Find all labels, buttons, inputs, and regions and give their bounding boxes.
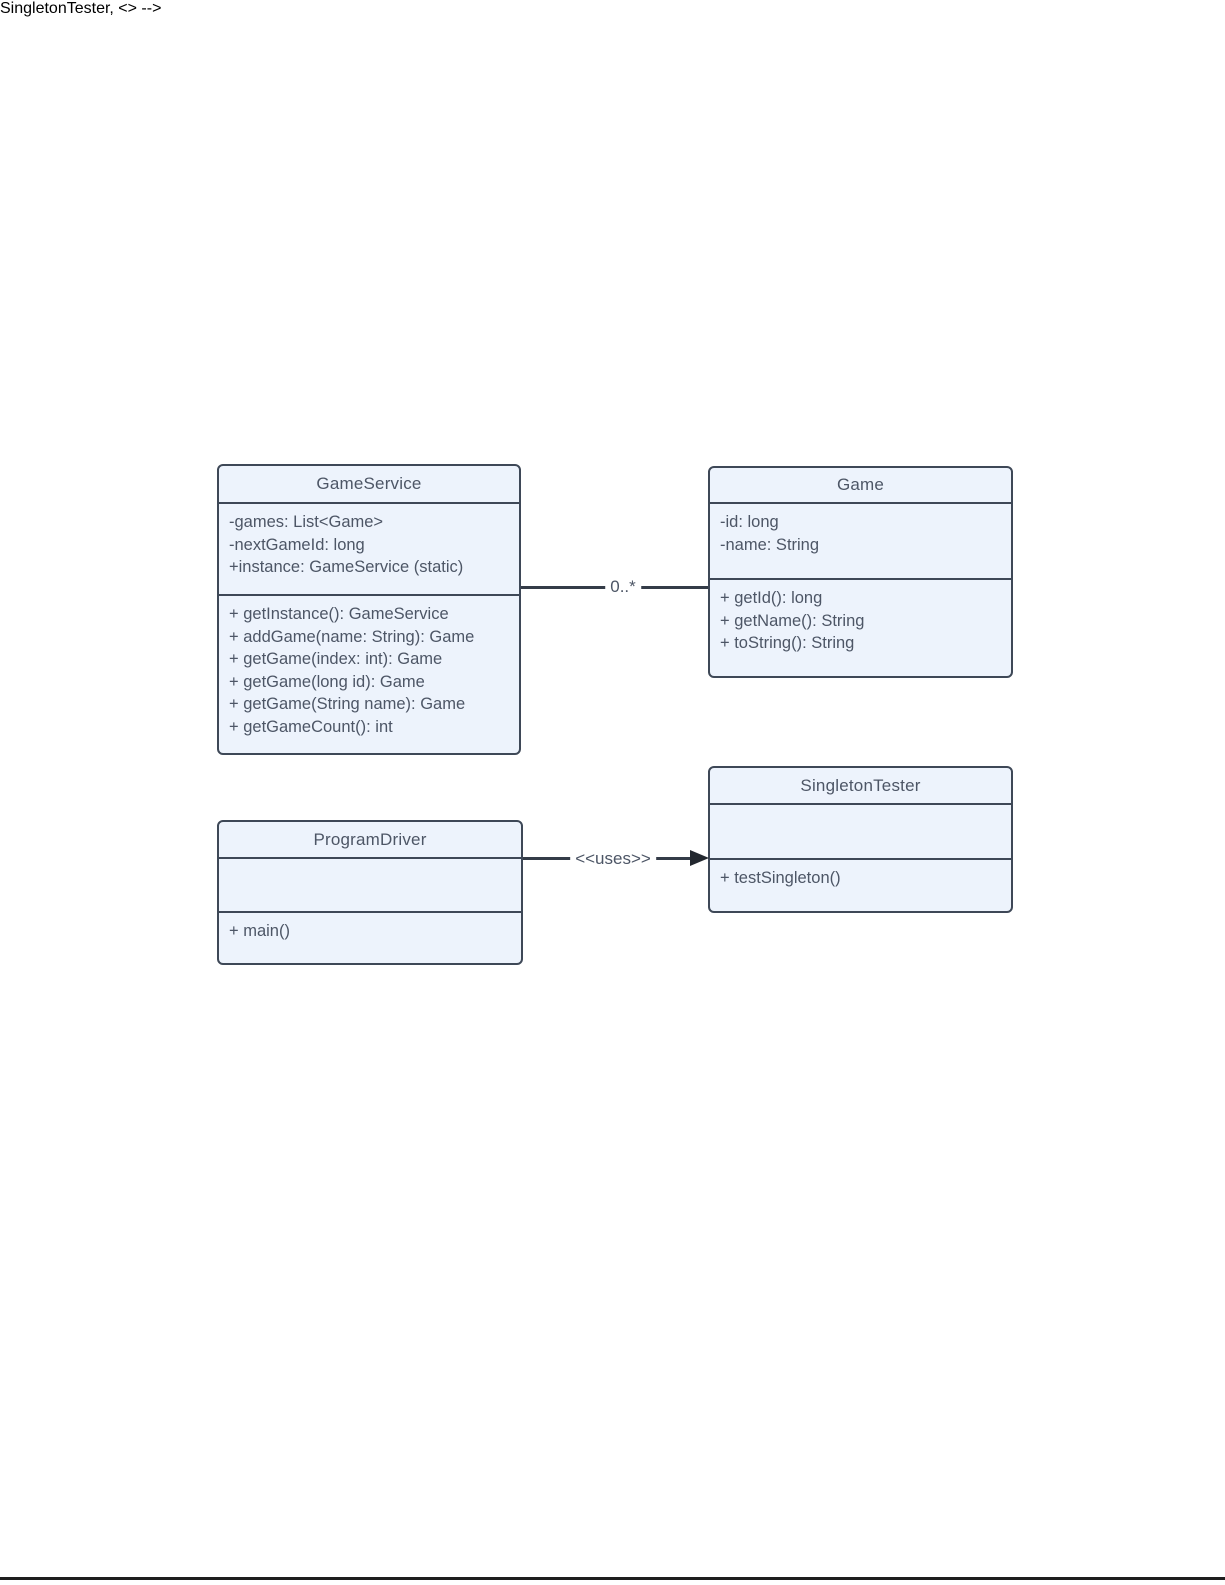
attribute: -games: List<Game> xyxy=(229,513,384,531)
method: + addGame(name: String): Game xyxy=(229,627,475,646)
method: + getName(): String xyxy=(720,611,865,630)
attribute: -id: long xyxy=(720,513,779,531)
class-programdriver-attributes-empty xyxy=(219,857,521,911)
class-programdriver: ProgramDriver + main() xyxy=(217,820,523,965)
class-game-methods: + getId(): long + getName(): String + to… xyxy=(710,578,1011,676)
class-programdriver-title: ProgramDriver xyxy=(313,829,427,849)
method: + getId(): long xyxy=(720,589,823,607)
method: + getGame(index: int): Game xyxy=(229,650,443,668)
class-singletontester-attributes-empty xyxy=(710,803,1011,858)
method: + toString(): String xyxy=(720,634,855,652)
class-gameservice-attributes: -games: List<Game> -nextGameId: long +in… xyxy=(219,502,519,594)
attribute: -nextGameId: long xyxy=(229,535,365,554)
class-game-title: Game xyxy=(836,475,885,494)
class-gameservice-methods: + getInstance(): GameService + addGame(n… xyxy=(219,594,519,753)
page-bottom-border xyxy=(0,1577,1225,1580)
method: + testSingleton() xyxy=(720,869,841,887)
class-game-attributes: -id: long -name: String xyxy=(710,502,1011,578)
method: + getInstance(): GameService xyxy=(229,605,449,623)
method: + main() xyxy=(229,922,290,940)
class-gameservice: GameService -games: List<Game> -nextGame… xyxy=(217,464,521,755)
class-singletontester-title: SingletonTester xyxy=(800,775,921,795)
attribute: -name: String xyxy=(720,535,820,554)
class-gameservice-title: GameService xyxy=(316,474,422,493)
attribute: +instance: GameService (static) xyxy=(229,558,464,576)
class-singletontester-methods: + testSingleton() xyxy=(710,858,1011,911)
class-game: Game -id: long -name: String + getId(): … xyxy=(708,466,1013,678)
class-programdriver-methods: + main() xyxy=(219,911,521,963)
method: + getGameCount(): int xyxy=(229,717,393,736)
uses-stereotype-label: <<uses>> xyxy=(570,849,656,869)
filled-arrowhead-icon xyxy=(690,850,709,866)
association-multiplicity-label: 0..* xyxy=(605,577,641,597)
method: + getGame(String name): Game xyxy=(229,695,466,713)
method: + getGame(long id): Game xyxy=(229,672,425,691)
class-singletontester: SingletonTester + testSingleton() xyxy=(708,766,1013,913)
